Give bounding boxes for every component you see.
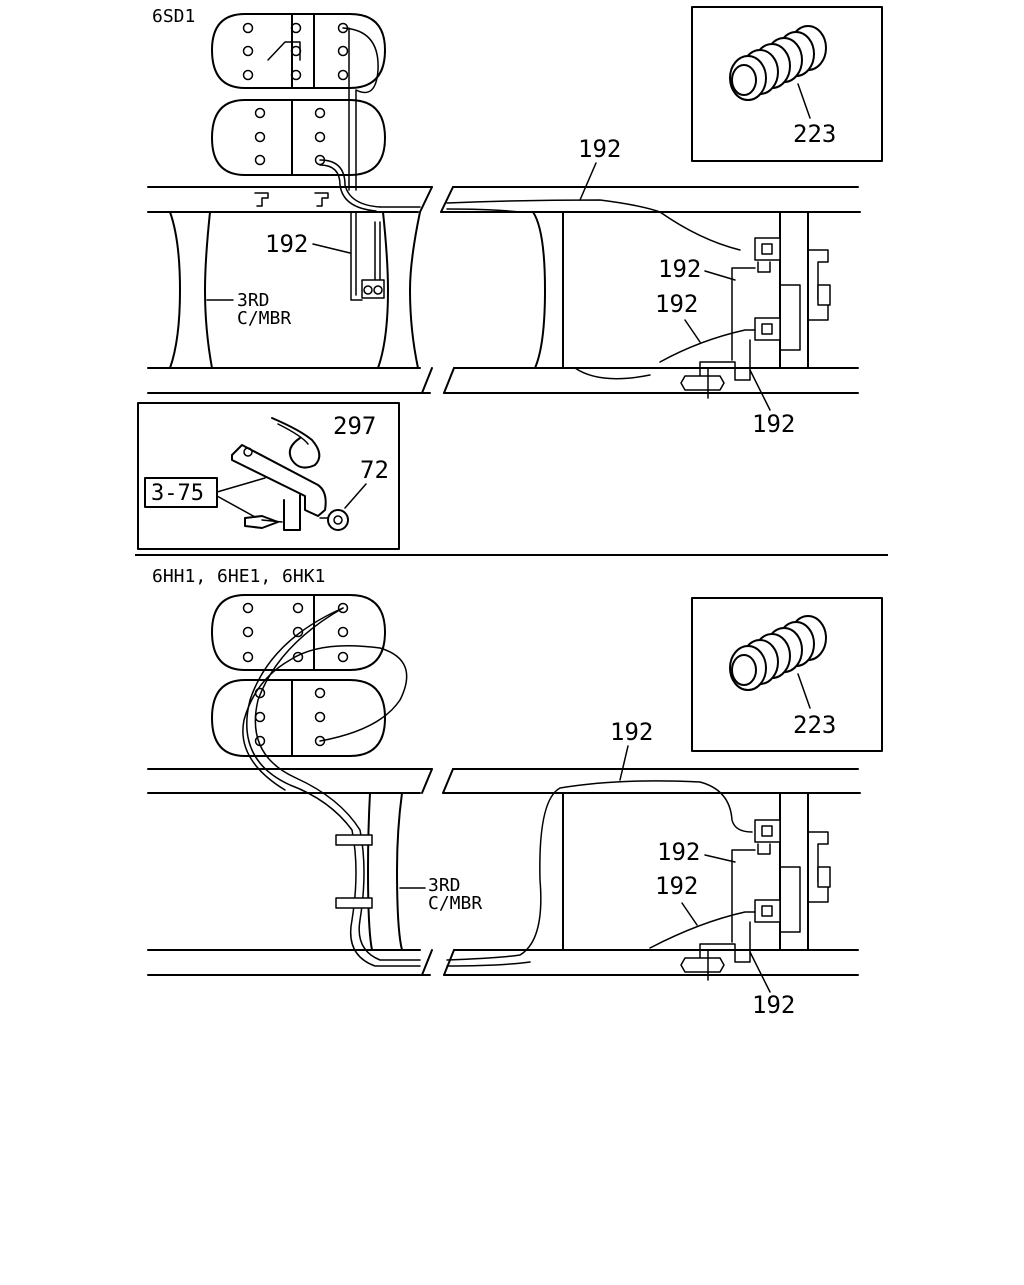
frame-rail-upper <box>147 768 861 794</box>
detail-box-223: 223 <box>691 6 883 162</box>
callout-192-bottom: 192 <box>752 410 795 438</box>
air-tank-lower <box>211 679 386 757</box>
third-cross-member <box>147 211 859 394</box>
detail-box-223: 223 <box>691 597 883 752</box>
callout-297: 297 <box>333 412 376 440</box>
callout-223: 223 <box>793 120 836 148</box>
svg-text:C/MBR: C/MBR <box>237 308 291 329</box>
callout-192-bottom: 192 <box>752 991 795 1019</box>
air-tank-upper <box>211 594 386 671</box>
svg-text:3RD: 3RD <box>428 875 461 896</box>
bolt-icon <box>244 515 283 529</box>
callout-72: 72 <box>360 456 389 484</box>
cable-tie-icon <box>271 417 321 469</box>
frame-rail-upper <box>147 186 861 213</box>
callout-192-top: 192 <box>610 718 653 746</box>
rear-bracket-assembly <box>532 211 831 399</box>
third-cross-member <box>147 792 859 976</box>
callout-192-right-a: 192 <box>657 838 700 866</box>
coupling-sleeve-icon <box>729 25 827 101</box>
callout-223: 223 <box>793 711 836 739</box>
ref-box-3-75: 3-75 <box>151 481 204 506</box>
callout-192-top: 192 <box>578 135 621 163</box>
engine-label: 6SD1 <box>152 6 195 27</box>
svg-text:C/MBR: C/MBR <box>428 893 482 914</box>
callout-192-right-b: 192 <box>655 872 698 900</box>
detail-box-clamp: 297 72 3-75 <box>137 402 400 550</box>
air-tank-lower <box>211 99 386 176</box>
callout-192-right-a: 192 <box>658 255 701 283</box>
coupling-sleeve-icon <box>729 615 827 691</box>
rear-bracket-assembly <box>562 792 831 981</box>
callout-192-left: 192 <box>265 230 308 258</box>
bracket-icon <box>231 444 327 531</box>
svg-text:3RD: 3RD <box>237 290 270 311</box>
nut-icon <box>319 509 349 531</box>
callout-192-right-b: 192 <box>655 290 698 318</box>
engine-label: 6HH1, 6HE1, 6HK1 <box>152 566 325 587</box>
air-tank-upper <box>211 13 386 89</box>
section-6sd1: 6SD1 <box>137 6 883 550</box>
section-6hh1: 6HH1, 6HE1, 6HK1 <box>147 566 883 1019</box>
